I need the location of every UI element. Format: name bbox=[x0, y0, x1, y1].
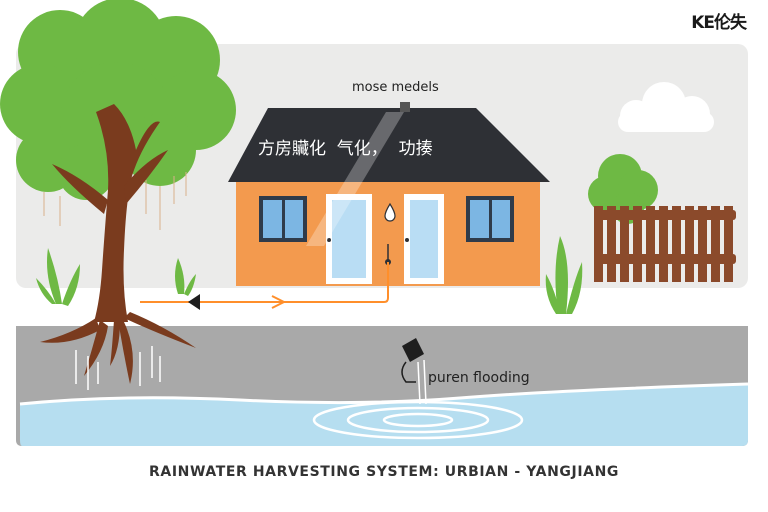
bucket-pour-icon bbox=[402, 338, 427, 405]
flood-label: puren flooding bbox=[428, 370, 530, 386]
roof-text: 方房贜化 气化， 功揍 bbox=[258, 139, 433, 159]
root-drips bbox=[75, 346, 161, 390]
pipe-nozzle-icon bbox=[188, 294, 200, 310]
tree-roots bbox=[40, 312, 196, 384]
curved-arrow-icon bbox=[401, 361, 416, 383]
plant-right-icon bbox=[545, 236, 583, 314]
plant-left-icon bbox=[36, 248, 80, 306]
canopy-drips bbox=[43, 172, 187, 230]
light-streak bbox=[306, 112, 404, 246]
ripple-inner bbox=[382, 412, 454, 428]
window-left bbox=[259, 196, 307, 242]
tree-trunk bbox=[52, 104, 168, 322]
roof-label: mose medels bbox=[352, 80, 439, 95]
brand-logo: KE伦失 bbox=[691, 13, 747, 33]
rainwater-pipe bbox=[140, 262, 389, 309]
window-right bbox=[466, 196, 514, 242]
fence bbox=[594, 206, 736, 282]
house-roof bbox=[228, 108, 550, 182]
plant-small-icon bbox=[175, 258, 196, 296]
chimney bbox=[400, 102, 410, 112]
ripple-outer bbox=[312, 400, 524, 440]
water-edge-line bbox=[19, 382, 749, 406]
water-drop-icon bbox=[384, 202, 396, 222]
ripple-middle bbox=[346, 406, 490, 434]
cloud-icon bbox=[618, 82, 714, 132]
diagram-caption: RAINWATER HARVESTING SYSTEM: URBIAN - YA… bbox=[149, 464, 619, 480]
